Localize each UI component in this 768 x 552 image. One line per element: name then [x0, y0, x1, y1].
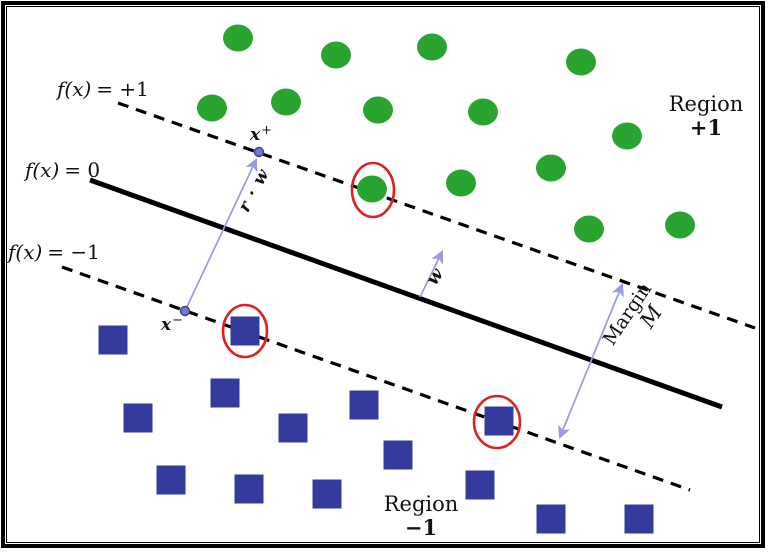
r-w-arrow [184, 158, 258, 312]
support-vector-ring [350, 161, 396, 219]
negative-sample-square [349, 390, 379, 420]
positive-sample-dot [612, 122, 642, 150]
x-minus-point [179, 305, 191, 317]
margin-arrow [558, 282, 624, 440]
math-fx: f(x) [8, 240, 43, 264]
positive-sample-dot [536, 154, 566, 182]
negative-sample-square [312, 479, 342, 509]
negative-sample-square [383, 440, 413, 470]
negative-sample-square [278, 413, 308, 443]
math-x: x [161, 315, 172, 335]
positive-sample-dot [665, 211, 695, 239]
positive-sample-dot [223, 24, 253, 52]
label-f-minus-one: f(x)= −1 [8, 242, 100, 263]
region-minus-one: −1 [404, 515, 438, 541]
negative-sample-square [210, 378, 240, 408]
negative-sample-square [536, 504, 566, 534]
positive-sample-dot [271, 88, 301, 116]
negative-sample-square [624, 504, 654, 534]
math-sup-plus: + [261, 123, 273, 138]
math-value: = +1 [96, 77, 149, 101]
positive-sample-dot [357, 175, 387, 203]
math-sup-minus: − [172, 313, 184, 328]
positive-sample-dot [468, 98, 498, 126]
positive-sample-dot [321, 41, 351, 69]
math-value: = −1 [47, 240, 100, 264]
support-vector-ring [472, 394, 522, 450]
label-region-positive: Region +1 [668, 92, 744, 140]
x-plus-point [253, 146, 265, 158]
positive-sample-dot [363, 96, 393, 124]
region-plus-one: +1 [689, 115, 723, 141]
negative-sample-square [465, 470, 495, 500]
negative-sample-square [234, 474, 264, 504]
region-word: Region [668, 92, 744, 116]
math-fx: f(x) [25, 158, 60, 182]
math-value: = 0 [64, 158, 101, 182]
positive-sample-dot [574, 215, 604, 243]
figure-inner-border [6, 6, 760, 543]
label-f-plus-one: f(x)= +1 [57, 79, 149, 100]
negative-sample-square [123, 403, 153, 433]
w-arrow [419, 250, 444, 298]
math-fx: f(x) [57, 77, 92, 101]
label-x-plus: x+ [250, 124, 272, 145]
region-word: Region [383, 492, 459, 516]
negative-sample-square [98, 325, 128, 355]
positive-sample-dot [417, 33, 447, 61]
positive-sample-dot [446, 169, 476, 197]
support-vector-ring [221, 303, 269, 359]
negative-sample-square [156, 465, 186, 495]
label-x-minus: x− [161, 314, 183, 335]
label-f-zero: f(x)= 0 [25, 160, 100, 181]
negative-sample-square [484, 406, 514, 436]
positive-sample-dot [566, 48, 596, 76]
positive-sample-dot [197, 94, 227, 122]
hyperplane-minus-one [61, 265, 691, 492]
math-x: x [250, 125, 261, 145]
negative-sample-square [230, 316, 260, 346]
label-region-negative: Region −1 [383, 492, 459, 540]
